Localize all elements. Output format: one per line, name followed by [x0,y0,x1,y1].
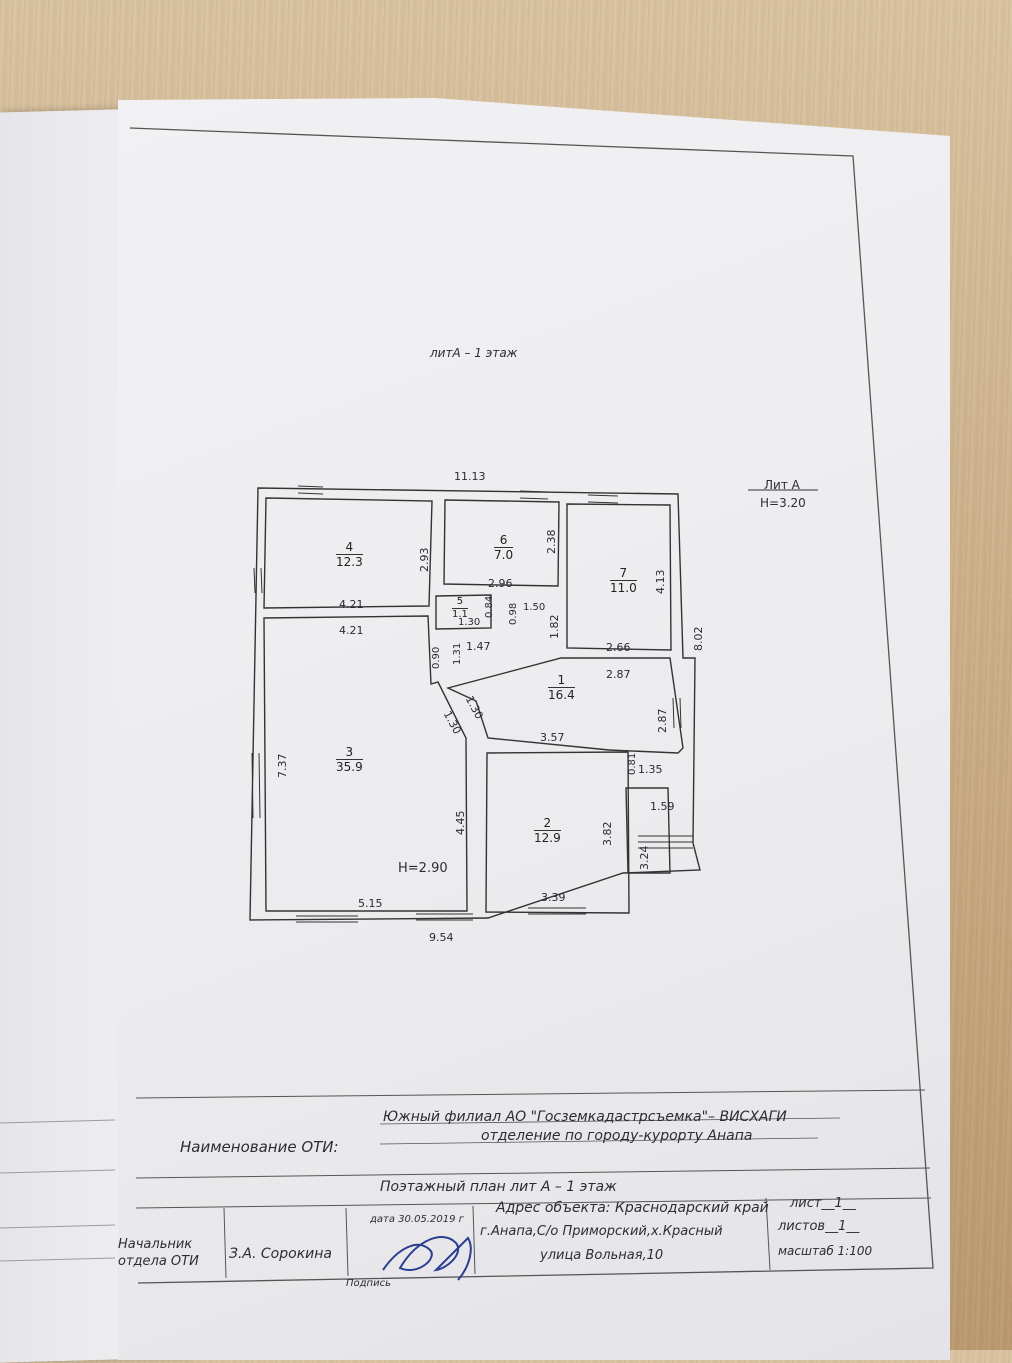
dim-r2-h: 3.82 [601,821,614,847]
doc-title: Поэтажный план лит А – 1 этаж [380,1179,617,1195]
signature-mark [382,1236,472,1281]
dim-c-d: 1.50 [523,602,546,613]
sheets-count: листов__1__ [778,1219,860,1234]
dim-r6-h: 2.38 [545,529,558,555]
dim-p-d: 3.24 [638,845,651,871]
lit-label: Лит А [764,478,800,492]
dim-r7-w: 2.66 [606,641,631,654]
dim-r4-w1: 4.21 [339,598,364,611]
address-line3: улица Вольная,10 [540,1248,664,1263]
dim-left: 7.37 [276,753,289,779]
dim-r6-w: 2.96 [488,577,513,590]
org-label: Наименование ОТИ: [180,1138,339,1156]
dim-r4-w2: 4.21 [339,624,364,637]
position-line1: Начальник [118,1237,193,1252]
lit-height: Н=3.20 [760,496,806,510]
dim-r2-w: 3.39 [541,891,566,904]
dim-r2-top: 3.57 [540,731,565,744]
dim-c-g: 1.31 [452,642,463,665]
position-line2: отдела ОТИ [118,1254,199,1269]
room-height: Н=2.90 [398,861,448,876]
dim-c-f: 0.90 [431,646,442,669]
dim-p-b: 1.35 [638,763,663,776]
dim-c-a: 1.30 [458,617,481,628]
dim-c-e: 1.82 [548,614,561,640]
dim-r7-h: 4.13 [654,569,667,595]
scale: масштаб 1:100 [778,1244,873,1258]
dim-r3-w: 5.15 [358,897,383,910]
dim-r1-w: 2.87 [606,668,631,681]
dim-top: 11.13 [454,470,486,483]
signature-label: Подпись [346,1278,391,1289]
person-name: З.А. Сорокина [229,1246,332,1262]
dim-bottom: 9.54 [429,931,454,944]
dim-p-c: 1.59 [650,800,675,813]
dim-r1-h: 2.87 [656,708,669,734]
org-line1: Южный филиал АО "Госземкадастрсъемка"– В… [383,1109,787,1125]
dim-r3-h: 4.45 [454,810,467,836]
dim-c-c: 0.98 [508,602,519,625]
dim-p-a: 0.81 [627,752,638,775]
org-line2: отделение по городу-курорту Анапа [481,1128,753,1144]
drawing-lines [129,127,934,1284]
address-line2: г.Анапа,С/о Приморский,х.Красный [480,1224,723,1239]
dim-c-h: 1.47 [466,640,491,653]
dim-c-b: 0.84 [484,595,495,618]
dim-right: 8.02 [692,626,705,652]
address-label: Адрес объекта: Краснодарский край [496,1200,769,1216]
sign-date: дата 30.05.2019 г [370,1214,464,1225]
sheet-number: лист__1__ [790,1196,856,1211]
plan-title: литА – 1 этаж [430,346,518,360]
dim-r4-h: 2.93 [418,547,431,573]
